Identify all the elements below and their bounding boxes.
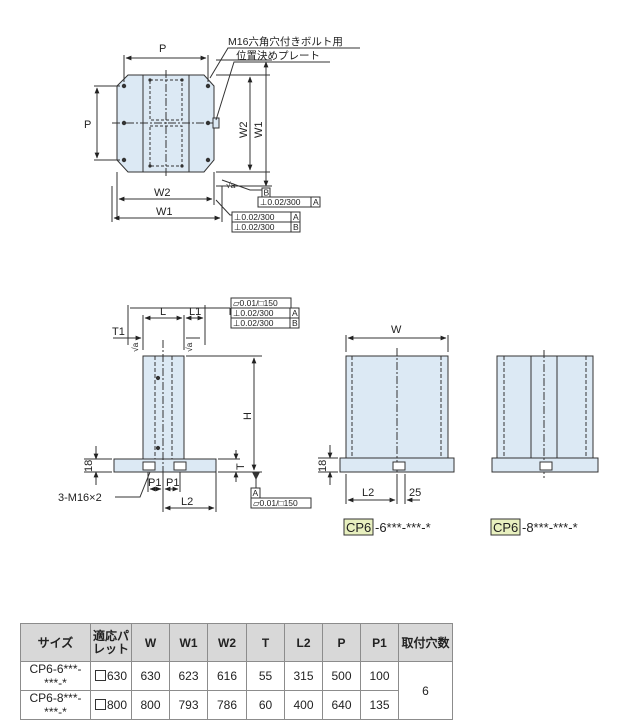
tol-frame-top-2: ⊥0.02/300 A ⊥0.02/300 B [231,211,301,233]
table-row: CP6-8***-***-* 800 800 793 786 60 400 64… [20,690,453,720]
side-p1b-label: P1 [166,477,179,489]
svg-text:B: B [292,318,298,328]
pallet-square-icon [94,670,106,681]
bottom-w1-label: W1 [156,206,173,218]
front-view-cp6-8 [491,350,599,478]
svg-text:⊥0.02/300: ⊥0.02/300 [234,222,275,232]
svg-text:⊥0.02/300: ⊥0.02/300 [260,197,301,207]
side-l2-label: L2 [181,496,193,508]
tol-frame-side: ⏥0.01/□150 ⊥0.02/300 A ⊥0.02/300 B [230,297,300,329]
holes-cell: 6 [398,661,453,720]
front6-25-label: 25 [409,487,421,499]
svg-text:A: A [293,212,299,222]
spec-table: サイズ 適応パレット W W1 W2 T L2 P P1 取付穴数 CP6-6*… [20,623,453,720]
bottom-w2-label: W2 [154,187,171,199]
front-view-cp6-6 [318,335,455,504]
table-header-row: サイズ 適応パレット W W1 W2 T L2 P P1 取付穴数 [20,623,453,662]
front6-w-label: W [391,324,402,336]
datum-b: B [264,188,270,198]
side-t1-label: T1 [112,326,125,338]
top-p-label: P [159,43,166,55]
caption-cp6-8: CP6 -8***-***-* [490,518,578,536]
top-view [94,47,360,222]
svg-text:A: A [292,308,298,318]
svg-text:-6***-***-*: -6***-***-* [375,520,431,535]
side-l-label: L [160,306,166,318]
svg-text:⏥0.01/□150: ⏥0.01/□150 [233,298,278,308]
side-p-label: P [84,119,91,131]
col-header-p: P [322,623,361,662]
table-row: CP6-6***-***-* 630 630 623 616 55 315 50… [20,661,453,720]
surface-mark-side-b: √a [184,342,194,352]
col-header-holes: 取付穴数 [398,623,453,662]
svg-text:CP6: CP6 [493,520,518,535]
col-header-w1: W1 [169,623,208,662]
col-header-t: T [246,623,285,662]
col-header-w2: W2 [207,623,247,662]
front6-l2-label: L2 [362,487,374,499]
col-header-size: サイズ [20,623,91,662]
svg-text:⏥0.01/□150: ⏥0.01/□150 [253,498,298,508]
col-header-p1: P1 [360,623,399,662]
col-header-pallet: 適応パレット [90,623,132,662]
surface-mark-side-a: √a [130,342,140,352]
technical-drawing: P P W2 W1 W2 W1 M16六角穴付きボルト用 位置決めプレート √a… [58,35,599,536]
svg-text:⊥0.02/300: ⊥0.02/300 [234,212,275,222]
positioning-plate [212,117,220,129]
svg-text:B: B [293,222,299,232]
svg-text:A: A [253,488,259,498]
top-w1-label: W1 [253,122,265,139]
side-l1-label: L1 [189,306,201,318]
datum-a-triangle [252,472,260,480]
bolt-note: M16六角穴付きボルト用 [228,35,343,48]
col-header-l2: L2 [284,623,323,662]
top-holes [121,78,211,168]
bolts-label: 3-M16×2 [58,492,102,504]
svg-text:CP6: CP6 [346,520,371,535]
svg-text:-8***-***-*: -8***-***-* [522,520,578,535]
side-t-label: T [235,463,247,470]
side-h-label: H [242,412,254,420]
side-base [113,458,217,473]
front6-18-label: 18 [317,460,329,472]
surface-mark-top: √a [226,180,236,190]
svg-text:⊥0.02/300: ⊥0.02/300 [233,318,274,328]
col-header-w: W [131,623,170,662]
svg-text:⊥0.02/300: ⊥0.02/300 [233,308,274,318]
side-view [84,305,262,512]
caption-cp6-6: CP6 -6***-***-* [343,518,431,536]
tol-frame-top-1: ⊥0.02/300 A [257,196,321,208]
pallet-square-icon [94,699,106,710]
side-18-label: 18 [83,460,95,472]
side-p1a-label: P1 [148,477,161,489]
svg-text:A: A [313,197,319,207]
plate-note: 位置決めプレート [236,49,320,62]
tol-frame-base: A ⏥0.01/□150 [250,487,312,509]
top-w2-label: W2 [238,122,250,139]
